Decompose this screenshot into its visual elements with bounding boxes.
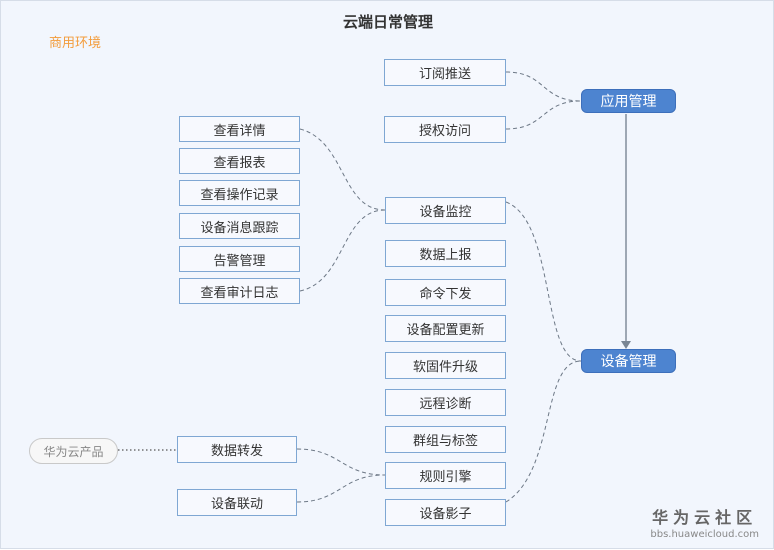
device-management-node: 设备管理	[581, 349, 676, 373]
device-function-rule-engine: 规则引擎	[385, 462, 506, 489]
watermark-url: bbs.huaweicloud.com	[650, 529, 759, 540]
monitor-detail-view-report: 查看报表	[179, 148, 300, 174]
link-linkage-to-rule	[296, 474, 386, 503]
watermark-logo: 华为云社区 bbs.huaweicloud.com	[650, 504, 759, 540]
link-subscribe-to-app	[505, 71, 582, 102]
device-function-config-update: 设备配置更新	[385, 315, 506, 342]
watermark-name: 华为云社区	[652, 508, 758, 527]
external-cloud-product: 华为云产品	[29, 438, 118, 464]
link-audit-to-monitor	[299, 209, 386, 292]
device-function-device-shadow: 设备影子	[385, 499, 506, 526]
link-details-to-monitor	[299, 128, 386, 211]
rule-action-device-linkage: 设备联动	[177, 489, 297, 516]
environment-label: 商用环境	[49, 36, 102, 51]
arrow-head-icon	[621, 341, 631, 349]
link-shadow-to-device	[505, 360, 582, 503]
device-function-remote-diagnosis: 远程诊断	[385, 389, 506, 416]
device-function-command: 命令下发	[385, 279, 506, 306]
monitor-detail-message-trace: 设备消息跟踪	[179, 213, 300, 239]
link-monitor-to-device	[505, 201, 582, 362]
monitor-detail-operation-log: 查看操作记录	[179, 180, 300, 206]
app-node-authorized-access: 授权访问	[384, 116, 506, 143]
monitor-detail-alarm-management: 告警管理	[179, 246, 300, 272]
app-management-node: 应用管理	[581, 89, 676, 113]
device-function-data-report: 数据上报	[385, 240, 506, 267]
device-function-firmware-upgrade: 软固件升级	[385, 352, 506, 379]
rule-action-data-forward: 数据转发	[177, 436, 297, 463]
monitor-detail-audit-log: 查看审计日志	[179, 278, 300, 304]
device-function-monitor: 设备监控	[385, 197, 506, 224]
monitor-detail-view-details: 查看详情	[179, 116, 300, 142]
app-node-subscribe-push: 订阅推送	[384, 59, 506, 86]
device-function-group-tag: 群组与标签	[385, 426, 506, 453]
link-forward-to-rule	[296, 448, 386, 476]
link-auth-to-app	[505, 100, 582, 130]
diagram-title: 云端日常管理	[342, 13, 433, 31]
